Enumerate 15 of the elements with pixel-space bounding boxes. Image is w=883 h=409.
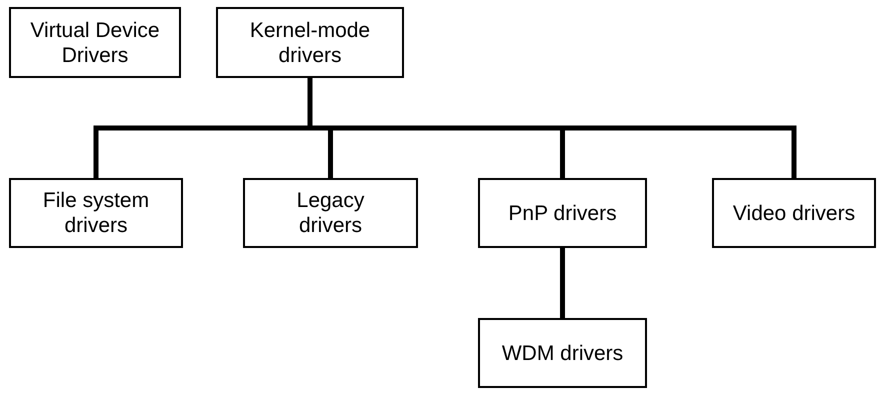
box-label: PnP drivers <box>508 200 617 226</box>
driver-box <box>478 318 647 388</box>
box-label: Virtual Device Drivers <box>29 18 161 68</box>
driver-box <box>9 178 183 248</box>
box-label: Kernel-mode drivers <box>248 18 372 68</box>
box-label: WDM drivers <box>502 340 624 366</box>
box-label: Legacy drivers <box>296 188 366 238</box>
box-label: Video drivers <box>732 200 856 226</box>
driver-box <box>712 178 876 248</box>
driver-box <box>243 178 418 248</box>
driver-box <box>9 7 181 78</box>
driver-box <box>478 178 647 248</box>
box-label: File system drivers <box>42 188 150 238</box>
driver-box <box>216 7 404 78</box>
connector-line <box>560 248 565 318</box>
